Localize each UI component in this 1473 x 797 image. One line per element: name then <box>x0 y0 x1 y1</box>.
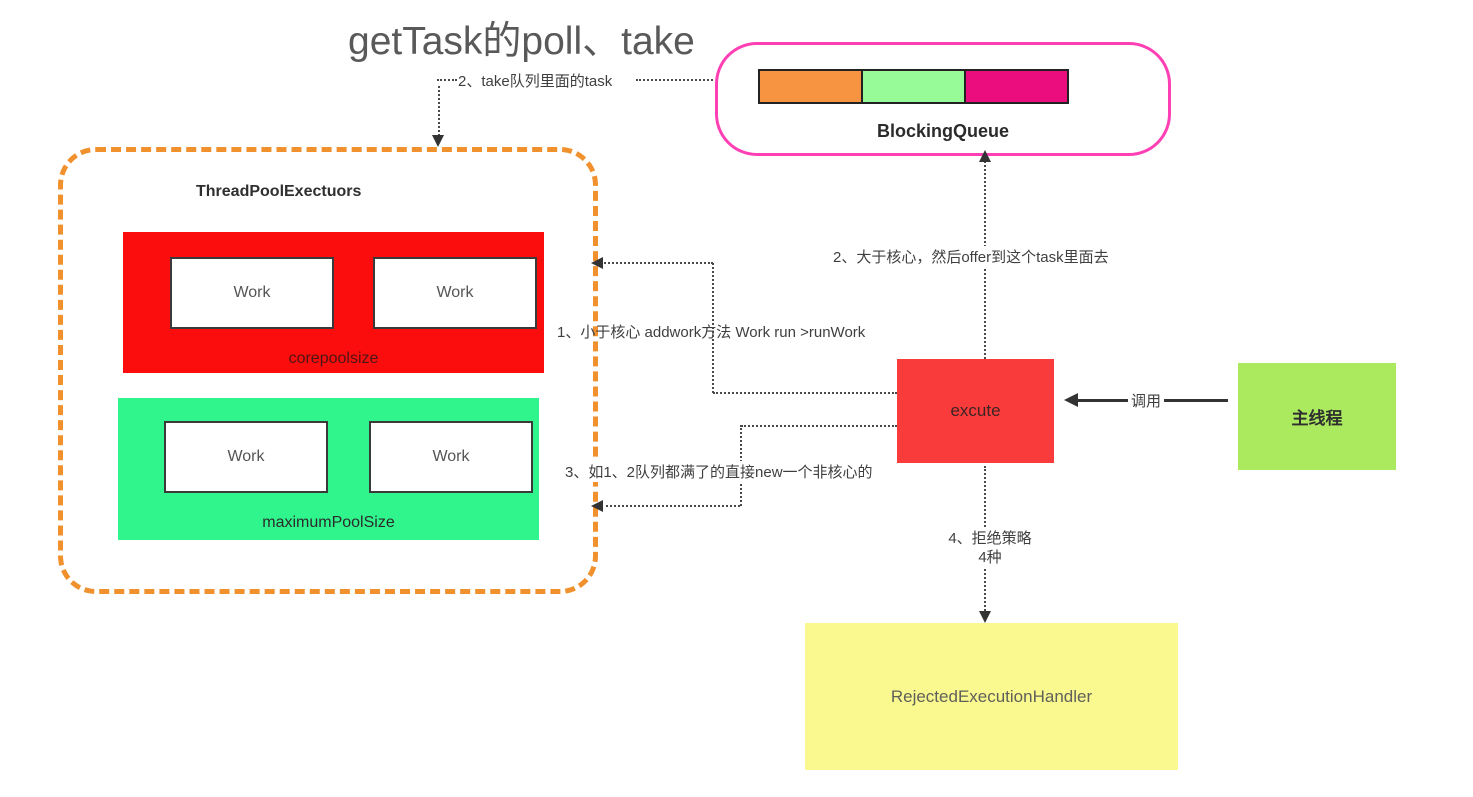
step1-dotted-h1 <box>713 392 897 394</box>
rejected-handler-box: RejectedExecutionHandler <box>805 623 1178 770</box>
step1-dotted-v <box>712 263 714 393</box>
reject-arrowhead-icon <box>979 611 991 623</box>
step2-label: 2、大于核心，然后offer到这个task里面去 <box>830 246 1112 267</box>
step1-label: 1、小于核心 addwork方法 Work run >runWork <box>557 324 866 341</box>
thread-pool-title: ThreadPoolExectuors <box>196 183 362 200</box>
max-pool-label: maximumPoolSize <box>262 514 395 531</box>
execute-box: excute <box>897 359 1054 463</box>
page-title: getTask的poll、take <box>348 20 695 63</box>
execute-label: excute <box>950 401 1001 420</box>
step4-line1: 4、拒绝策略 <box>948 530 1032 547</box>
max-worker-2: Work <box>369 421 533 493</box>
main-thread-label: 主线程 <box>1291 409 1343 428</box>
core-worker-1: Work <box>170 257 334 329</box>
core-pool-label: corepoolsize <box>288 350 379 367</box>
queue-slot-green <box>861 69 966 104</box>
blocking-queue-title: BlockingQueue <box>876 121 1010 141</box>
max-worker-1: Work <box>164 421 328 493</box>
take-dotted-down <box>438 86 440 136</box>
step3-dotted-h2 <box>601 505 740 507</box>
thread-pool-container <box>58 147 598 594</box>
rejected-handler-label: RejectedExecutionHandler <box>890 686 1093 706</box>
core-worker-2: Work <box>373 257 537 329</box>
step4-line2: 4种 <box>978 549 1002 566</box>
queue-slot-magenta <box>964 69 1069 104</box>
step3-dotted-h1 <box>741 425 897 427</box>
call-label: 调用 <box>1128 390 1165 411</box>
take-arrowhead-icon <box>432 135 444 147</box>
take-dotted-to-queue <box>636 79 713 81</box>
blocking-queue-container: BlockingQueue <box>715 42 1171 156</box>
queue-slot-orange <box>758 69 863 104</box>
queue-slot-row <box>758 69 1069 104</box>
take-note-label: 2、take队列里面的task <box>458 73 613 90</box>
step3-arrowhead-icon <box>591 500 603 512</box>
step1-dotted-h2 <box>601 262 713 264</box>
core-pool-box: Work Work corepoolsize <box>123 232 544 373</box>
call-arrowhead-icon <box>1064 393 1078 407</box>
step4-label: 4、拒绝策略 4种 <box>928 529 1052 567</box>
main-thread-box: 主线程 <box>1238 363 1396 470</box>
step1-arrowhead-icon <box>591 257 603 269</box>
take-dotted-lead <box>437 79 457 81</box>
max-pool-box: Work Work maximumPoolSize <box>118 398 539 540</box>
offer-arrowhead-icon <box>979 150 991 162</box>
step3-label: 3、如1、2队列都满了的直接new一个非核心的 <box>562 461 876 482</box>
